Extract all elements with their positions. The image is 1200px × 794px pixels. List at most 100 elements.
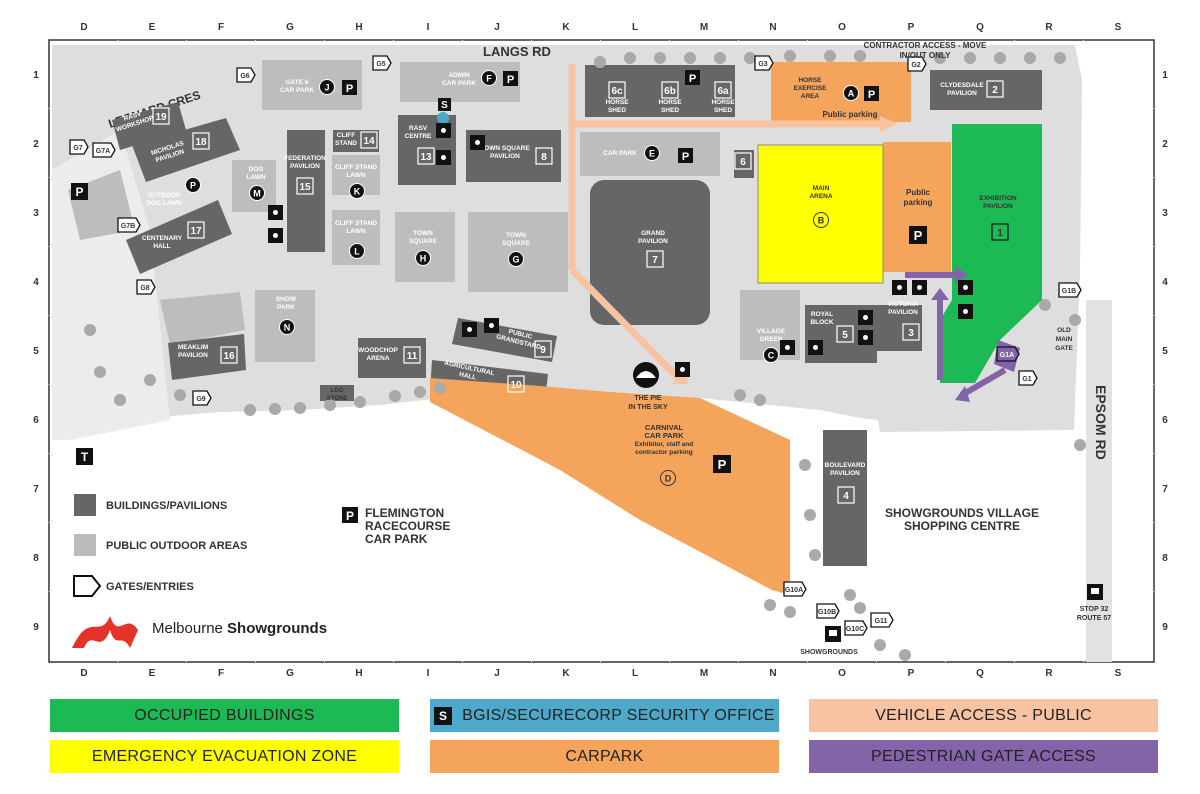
parking-marker-carpark-e[interactable]: P: [678, 148, 693, 163]
area-name: DOG: [249, 166, 264, 173]
parking-marker-left[interactable]: P: [71, 183, 88, 200]
grid-col-label-top: O: [838, 22, 846, 33]
gate-id: G3: [758, 61, 767, 68]
area-name: SQUARE: [502, 240, 530, 247]
area-id-circle: [319, 79, 335, 95]
area-id-circle: [249, 185, 265, 201]
building-6[interactable]: 6: [734, 152, 752, 170]
gate-g8[interactable]: G8: [136, 279, 156, 295]
gate-id: G10B: [818, 609, 836, 616]
grid-col-label-bottom: S: [1115, 668, 1122, 679]
gate-g2[interactable]: G2: [907, 56, 927, 72]
gate-g1[interactable]: G1: [1018, 370, 1038, 386]
tree: [784, 606, 796, 618]
gate-id: G10A: [785, 587, 803, 594]
parking-marker-horse-exercise[interactable]: P: [864, 86, 879, 101]
grid-col-label-bottom: K: [562, 668, 570, 679]
carpark-carnival[interactable]: [430, 378, 790, 595]
security-marker[interactable]: S: [437, 98, 451, 124]
area-name: TOWN: [413, 230, 433, 237]
parking-marker-carnival[interactable]: P: [713, 455, 731, 473]
carpark-public-side[interactable]: [883, 142, 951, 272]
building-number-box: [417, 147, 435, 165]
building-name: SHED: [714, 107, 732, 114]
area-name: OUTDOOR: [147, 192, 181, 199]
gate-g10a[interactable]: G10A: [783, 581, 807, 597]
gate-g6[interactable]: G6: [236, 67, 256, 83]
grid-row-label-left: 6: [33, 415, 39, 426]
gate-g7a[interactable]: G7A: [92, 142, 116, 158]
gate-g5[interactable]: G5: [372, 55, 392, 71]
gate-g1b[interactable]: G1B: [1058, 282, 1082, 298]
parking-marker-admin[interactable]: P: [503, 71, 518, 86]
grid-col-label-bottom: J: [494, 668, 500, 679]
gate-g3[interactable]: G3: [754, 55, 774, 71]
gate-g11[interactable]: G11: [870, 612, 894, 628]
gate-g1a[interactable]: G1A: [996, 346, 1020, 362]
flemington-3: CAR PARK: [365, 532, 428, 546]
brand-name-1: Melbourne: [152, 620, 227, 637]
svg-text:P: P: [507, 74, 514, 86]
tree: [899, 649, 911, 661]
main-arena-evacuation-zone[interactable]: [757, 144, 884, 284]
area-id-circle: [481, 70, 497, 86]
area-id: P: [190, 181, 196, 191]
parking-marker-public-side[interactable]: P: [909, 226, 927, 244]
gate-g9[interactable]: G9: [192, 390, 212, 406]
tree: [1069, 314, 1081, 326]
gate-g10c[interactable]: G10C: [844, 620, 868, 636]
building-name: GRAND: [641, 230, 665, 237]
tram-marker[interactable]: T: [76, 448, 93, 465]
area-name: TOWN: [506, 232, 526, 239]
area-name: CLIFF STAND: [335, 164, 377, 171]
area-id-circle: [415, 250, 431, 266]
tree: [174, 389, 186, 401]
legend-buildings: BUILDINGS/PAVILIONS: [106, 500, 227, 512]
grid-col-label-bottom: M: [700, 668, 708, 679]
carpark-horse-exercise[interactable]: [771, 62, 911, 122]
area-id: C: [768, 351, 775, 361]
grid-col-label-top: Q: [976, 22, 984, 33]
area-id-circle: [508, 251, 524, 267]
gate-shape: [1058, 282, 1082, 298]
parking-marker-flemington[interactable]: P: [342, 507, 358, 523]
gate-g7[interactable]: G7: [69, 139, 89, 155]
gate-g10b[interactable]: G10B: [816, 603, 840, 619]
gate-g7b[interactable]: G7B: [117, 217, 141, 233]
parking-marker-gate6[interactable]: P: [342, 80, 357, 95]
parking-marker-horse-shed[interactable]: P: [685, 70, 700, 85]
gate-id: G7: [73, 145, 82, 152]
grid-col-label-bottom: R: [1045, 668, 1053, 679]
tree: [1074, 439, 1086, 451]
